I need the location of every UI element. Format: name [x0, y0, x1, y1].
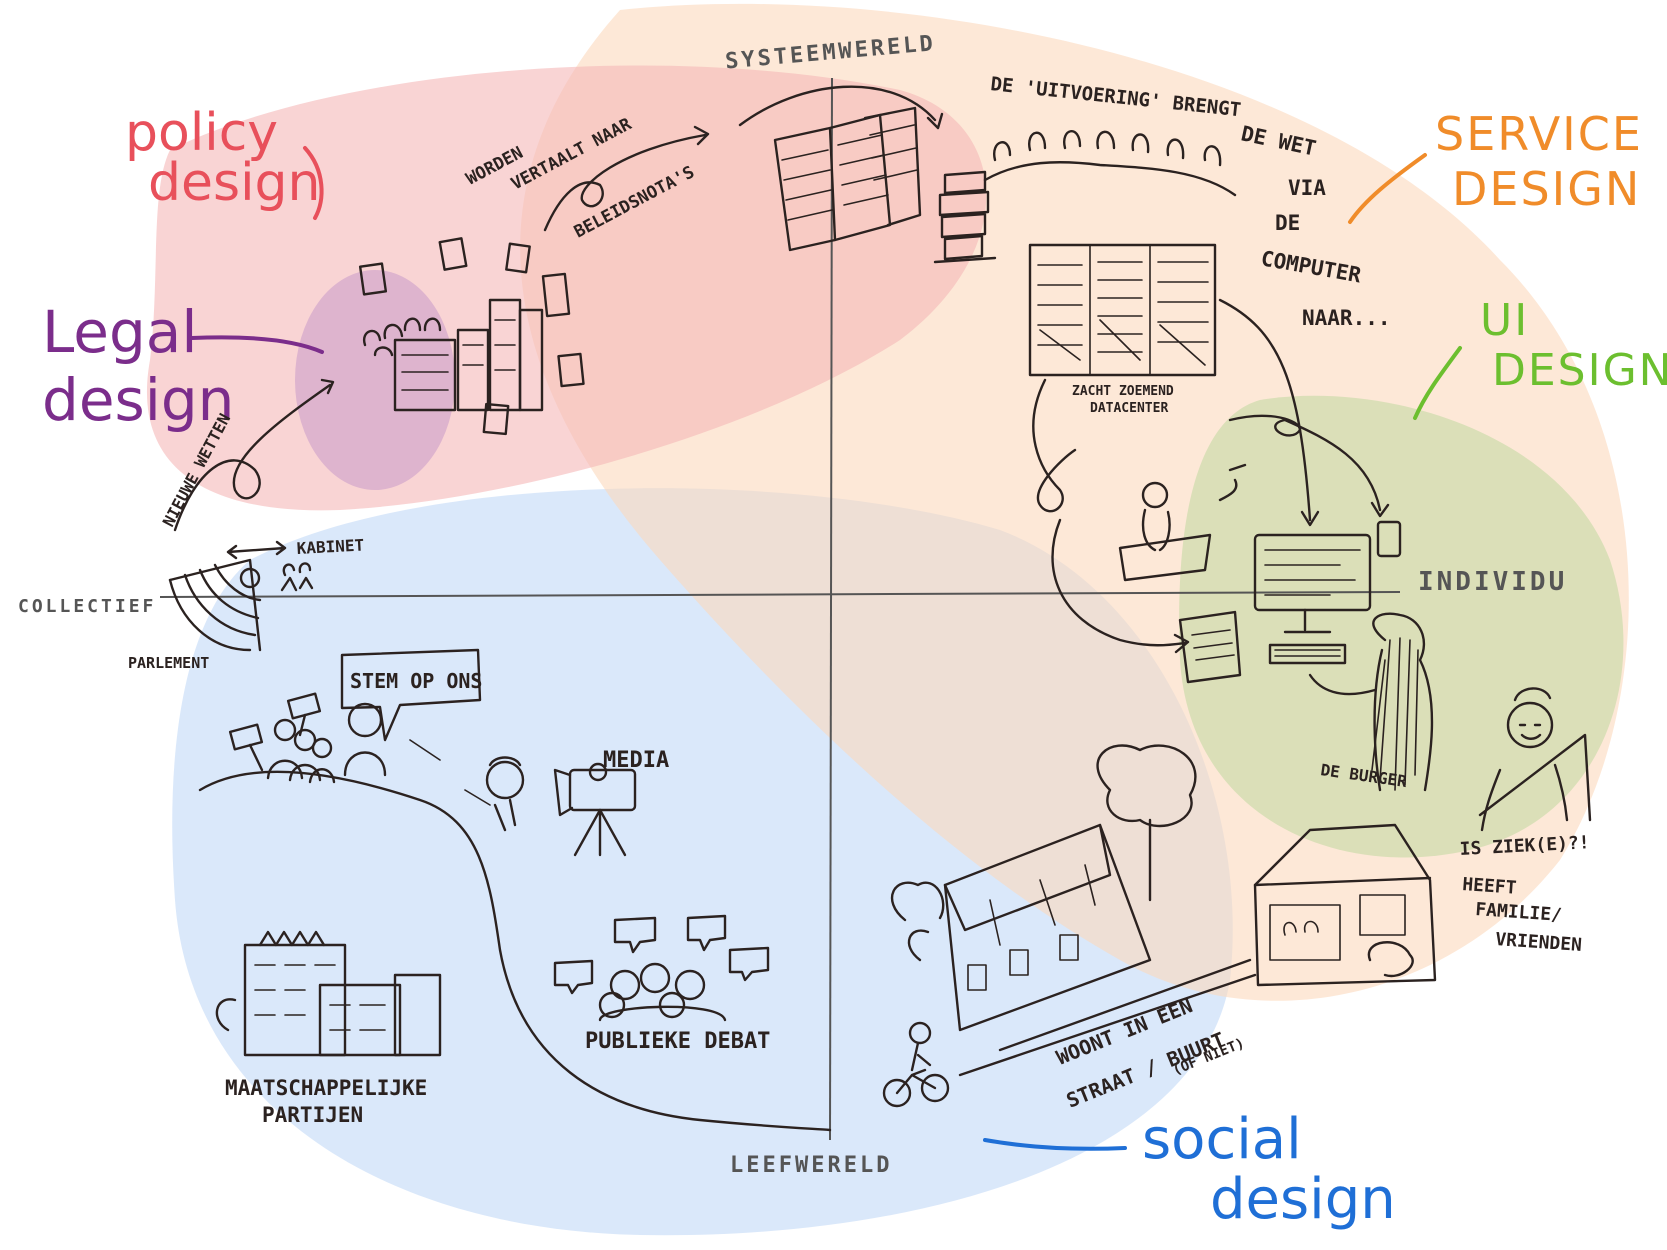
svg-text:design: design: [148, 153, 321, 213]
legal-design-blob: [295, 270, 455, 490]
top-left-arrows: [173, 85, 944, 532]
street-road-lines: [958, 958, 1257, 1077]
svg-text:design: design: [42, 366, 234, 434]
axis-label-left: COLLECTIEF: [18, 596, 156, 617]
floating-documents: [358, 237, 585, 436]
civil-servants-row: [983, 130, 1237, 197]
label-stem-op-ons: STEM OP ONS: [350, 669, 482, 693]
ui-design-blob: [1179, 395, 1624, 858]
datacenter-servers: [1028, 243, 1217, 377]
svg-text:UI: UI: [1480, 295, 1529, 346]
svg-text:social: social: [1142, 1107, 1302, 1172]
label-parlement: PARLEMENT: [128, 654, 209, 672]
citizen-figure-sketch: [1308, 612, 1434, 792]
axis-label-bottom: LEEFWERELD: [730, 1153, 892, 1178]
policy-design-label: policy design: [125, 103, 324, 220]
label-naar: NAAR...: [1302, 306, 1391, 330]
label-publieke-debat: PUBLIEKE DEBAT: [585, 1029, 770, 1054]
label-de: DE: [1275, 211, 1300, 235]
book-stack: [933, 170, 997, 264]
sick-figure-sketch: [1478, 687, 1592, 832]
parliament-hemicycle-sketch: [168, 540, 314, 652]
bicycle-rider-sketch: [882, 1021, 950, 1108]
parliament-building-sketch: [362, 298, 544, 412]
svg-text:DESIGN: DESIGN: [1492, 345, 1667, 396]
street-houses-sketch: [890, 744, 1197, 1032]
label-datacenter-line1: ZACHT ZOEMEND: [1072, 384, 1174, 399]
ui-design-label: UI DESIGN: [1413, 295, 1667, 420]
house-sketch: [1253, 823, 1437, 987]
label-partijen: PARTIJEN: [262, 1103, 363, 1127]
svg-text:policy: policy: [125, 103, 278, 163]
road-path: [198, 739, 832, 1132]
label-vrienden: VRIENDEN: [1495, 929, 1583, 956]
label-datacenter-line2: DATACENTER: [1090, 401, 1168, 416]
svg-text:design: design: [1210, 1167, 1396, 1232]
protest-group-sketch: STEM OP ONS: [228, 648, 482, 784]
label-media: MEDIA: [603, 748, 669, 773]
vertical-axis: [829, 77, 833, 1141]
label-maatschappelijke: MAATSCHAPPELIJKE: [225, 1076, 427, 1100]
policy-document-stack: [773, 106, 922, 252]
datacenter-arrows: [1032, 298, 1390, 654]
svg-text:DESIGN: DESIGN: [1452, 162, 1641, 216]
media-camera-sketch: [485, 756, 637, 857]
label-via: VIA: [1288, 176, 1326, 200]
svg-text:SERVICE: SERVICE: [1435, 107, 1643, 161]
label-kabinet: KABINET: [296, 535, 364, 558]
service-design-label: SERVICE DESIGN: [1348, 107, 1643, 224]
counter-clerk-sketch: [1118, 463, 1247, 582]
label-heeft: HEEFT: [1462, 874, 1518, 899]
social-design-label: social design: [983, 1107, 1396, 1232]
axis-label-right: INDIVIDU: [1418, 567, 1567, 597]
public-debate-sketch: [553, 914, 770, 1022]
area-labels: policy design Legal design SERVICE DESIG…: [42, 103, 1667, 1232]
legal-design-label: Legal design: [42, 298, 324, 434]
svg-text:Legal: Legal: [42, 298, 197, 366]
society-buildings-sketch: [215, 930, 442, 1057]
computer-screen-sketch: [1178, 520, 1402, 684]
horizontal-axis: [159, 591, 1401, 598]
